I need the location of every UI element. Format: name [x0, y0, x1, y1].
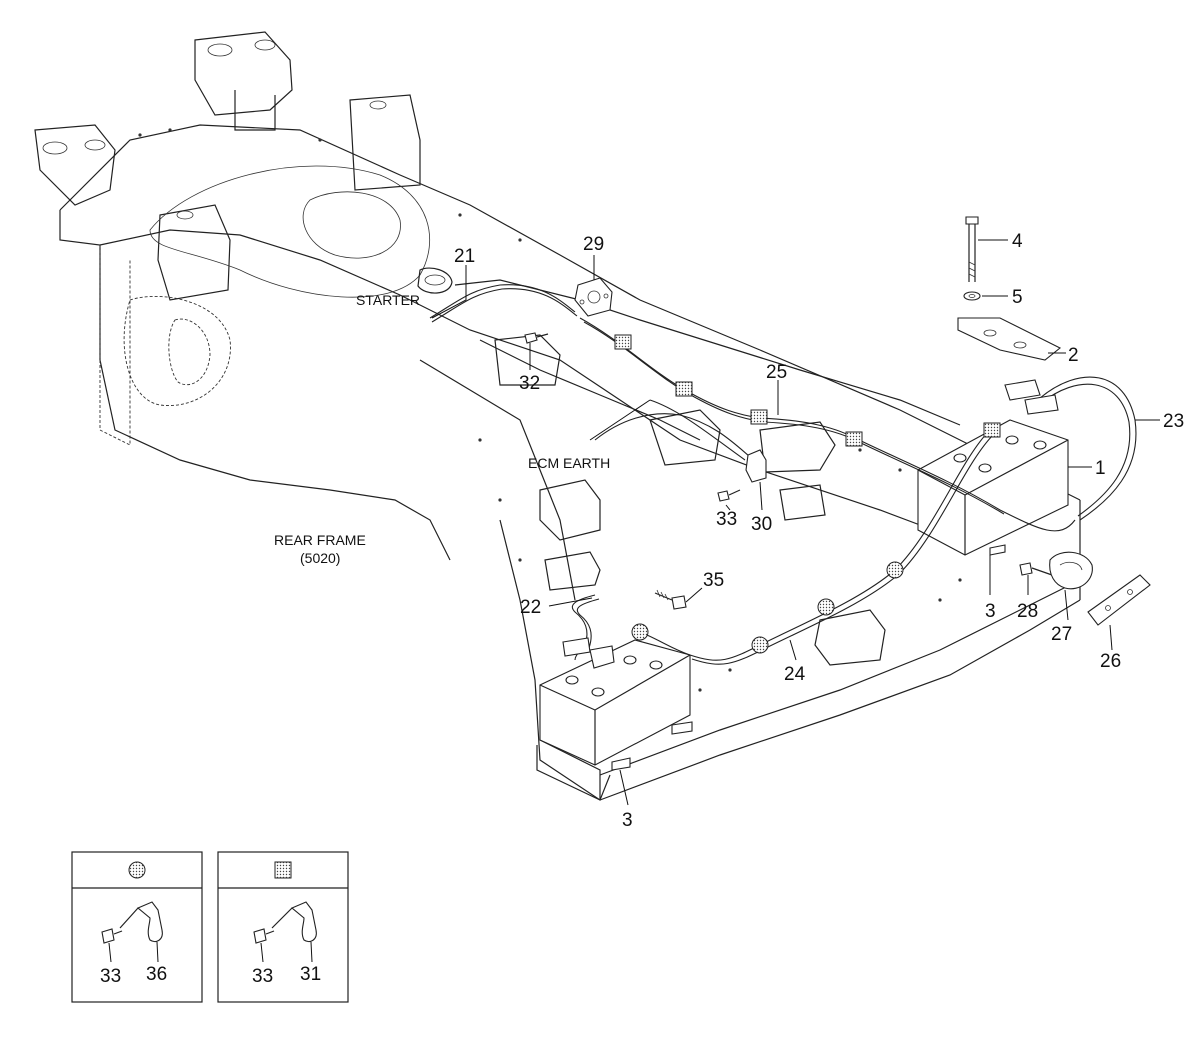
legend-round-clamp-callout: 36: [146, 964, 167, 985]
part-28-bolt: [1019, 562, 1053, 576]
callout-21: 21: [454, 246, 475, 267]
legend-round-clamp: 33 36: [71, 851, 203, 1003]
callout-33: 33: [716, 509, 737, 530]
callout-2: 2: [1068, 345, 1079, 366]
callout-30: 30: [751, 514, 772, 535]
callout-26: 26: [1100, 651, 1121, 672]
callout-29: 29: [583, 234, 604, 255]
part-33-bolt: [717, 489, 741, 502]
ecm-earth-label: ECM EARTH: [528, 455, 610, 471]
rear-frame-number-label: (5020): [300, 550, 340, 566]
cable-24: [639, 429, 995, 665]
legend-square-clamp-callout: 31: [300, 964, 321, 985]
callout-27: 27: [1051, 624, 1072, 645]
callout-5: 5: [1012, 287, 1023, 308]
callout-3-lower: 3: [622, 810, 633, 831]
part-4-bolt: [965, 216, 979, 282]
part-27-clamp: [1049, 551, 1093, 590]
battery-upper: [917, 419, 1069, 556]
round-clamp-icon: [128, 861, 146, 879]
round-clamps: [631, 561, 904, 654]
part-26-plate: [1087, 574, 1151, 626]
legend-round-bolt-callout: 33: [100, 966, 121, 987]
part-29-starter-relay: [574, 277, 613, 317]
legend-square-bolt-callout: 33: [252, 966, 273, 987]
part-32-bolt: [524, 332, 549, 344]
terminal-covers: [562, 379, 1059, 669]
callout-35: 35: [703, 570, 724, 591]
part-30-clamp: [745, 449, 767, 483]
cable-21: [429, 284, 578, 323]
callout-28: 28: [1017, 601, 1038, 622]
callout-25: 25: [766, 362, 787, 383]
rear-frame-drawing: [34, 31, 1081, 801]
cable-23: [1039, 376, 1137, 521]
callout-32: 32: [519, 373, 540, 394]
callout-3-upper: 3: [985, 601, 996, 622]
callout-23: 23: [1163, 411, 1184, 432]
part-35-bolt: [654, 589, 687, 610]
rear-frame-label: REAR FRAME: [274, 532, 366, 548]
battery-lower: [539, 639, 693, 771]
callout-24: 24: [784, 664, 806, 685]
callout-22: 22: [520, 597, 541, 618]
starter-label: STARTER: [356, 292, 420, 308]
leader-lines: [431, 239, 1160, 806]
square-clamps: [614, 334, 1001, 447]
legend-square-clamp: 33 31: [217, 851, 349, 1003]
square-clamp-icon: [274, 861, 292, 879]
part-5-washer: [963, 291, 981, 301]
ecm-earth-cable: [594, 399, 761, 466]
callout-4: 4: [1012, 231, 1023, 252]
part-2-bracket: [957, 317, 1062, 361]
callout-1: 1: [1095, 458, 1106, 479]
callout-numbers: 4 5 2 1 23 3 3 21 29 32 25 33 30 35 22 2…: [454, 231, 1184, 831]
